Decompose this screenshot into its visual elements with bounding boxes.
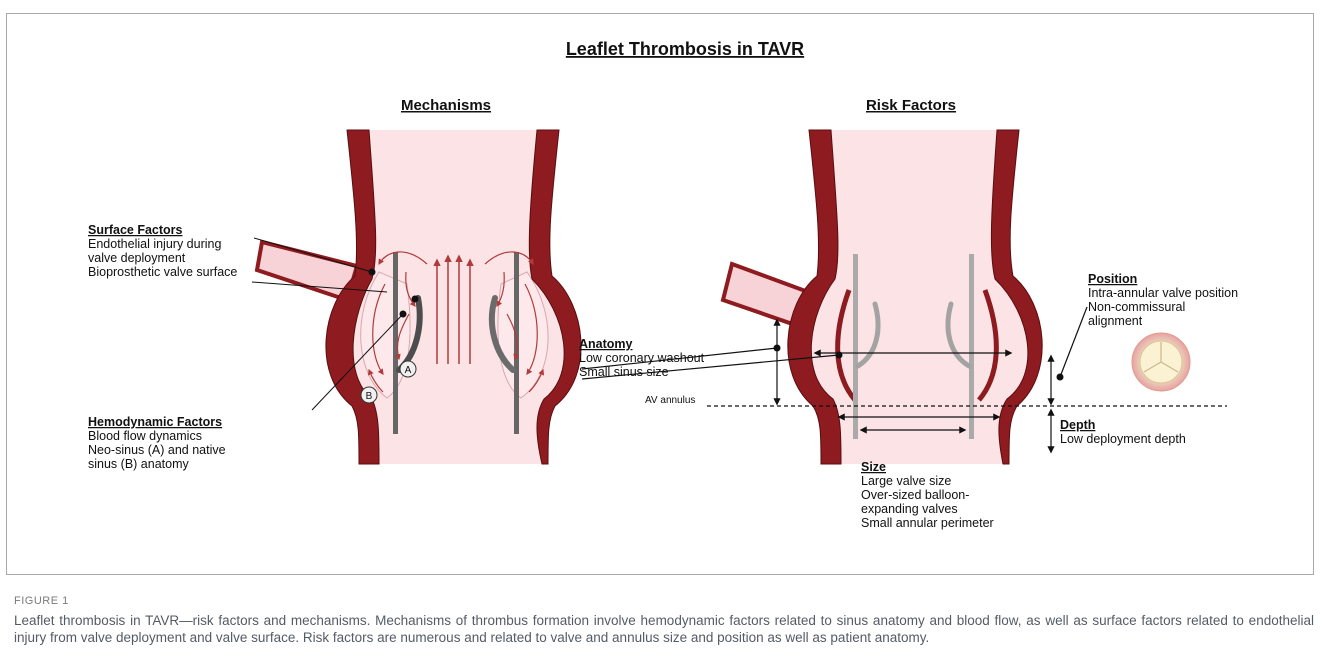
figure-caption: Leaflet thrombosis in TAVR—risk factors … bbox=[14, 612, 1314, 646]
stent-post-right-right bbox=[969, 254, 974, 439]
leaflet-thrombosis-diagram: Leaflet Thrombosis in TAVR Mechanisms bbox=[7, 14, 1315, 574]
svg-text:A: A bbox=[405, 365, 412, 376]
leader-dot-washout bbox=[774, 345, 781, 352]
size-label: Size Large valve size Over-sized balloon… bbox=[861, 460, 994, 530]
neo-sinus-marker-a: A bbox=[400, 361, 416, 377]
svg-text:Small annular perimeter: Small annular perimeter bbox=[861, 516, 994, 530]
valve-icon bbox=[1132, 333, 1190, 391]
figure-title: Leaflet Thrombosis in TAVR bbox=[566, 39, 804, 59]
svg-text:alignment: alignment bbox=[1088, 314, 1143, 328]
svg-text:valve deployment: valve deployment bbox=[88, 251, 186, 265]
leader-dot-leaflet bbox=[412, 296, 419, 303]
depth-label: Depth Low deployment depth bbox=[1060, 418, 1186, 446]
leader-dot-surface bbox=[369, 269, 376, 276]
svg-text:Neo-sinus (A) and native: Neo-sinus (A) and native bbox=[88, 443, 226, 457]
svg-text:Anatomy: Anatomy bbox=[579, 337, 633, 351]
svg-text:Small sinus size: Small sinus size bbox=[579, 365, 669, 379]
svg-text:Bioprosthetic valve surface: Bioprosthetic valve surface bbox=[88, 265, 237, 279]
position-label: Position Intra-annular valve position No… bbox=[1088, 272, 1238, 328]
svg-text:Surface Factors: Surface Factors bbox=[88, 223, 183, 237]
svg-text:Depth: Depth bbox=[1060, 418, 1095, 432]
svg-text:Large valve size: Large valve size bbox=[861, 474, 951, 488]
hemodynamic-factors-label: Hemodynamic Factors Blood flow dynamics … bbox=[88, 415, 226, 471]
svg-text:B: B bbox=[366, 391, 373, 402]
svg-text:Endothelial injury during: Endothelial injury during bbox=[88, 237, 221, 251]
svg-text:Non-commissural: Non-commissural bbox=[1088, 300, 1185, 314]
svg-text:sinus (B) anatomy: sinus (B) anatomy bbox=[88, 457, 189, 471]
svg-text:Low coronary washout: Low coronary washout bbox=[579, 351, 705, 365]
leader-dot-sinus bbox=[836, 352, 843, 359]
native-sinus-marker-b: B bbox=[361, 387, 377, 403]
svg-text:Blood flow dynamics: Blood flow dynamics bbox=[88, 429, 202, 443]
risk-factors-panel: Risk Factors AV annulus bbox=[579, 97, 1238, 530]
mechanisms-panel: Mechanisms bbox=[88, 97, 581, 471]
svg-text:Intra-annular valve position: Intra-annular valve position bbox=[1088, 286, 1238, 300]
av-annulus-label: AV annulus bbox=[645, 395, 695, 406]
leader-dot-hemodynamic bbox=[400, 311, 407, 318]
svg-text:Over-sized balloon-: Over-sized balloon- bbox=[861, 488, 969, 502]
svg-text:Low deployment depth: Low deployment depth bbox=[1060, 432, 1186, 446]
svg-text:Size: Size bbox=[861, 460, 886, 474]
svg-text:Hemodynamic Factors: Hemodynamic Factors bbox=[88, 415, 222, 429]
mechanisms-heading: Mechanisms bbox=[401, 97, 491, 114]
svg-text:Position: Position bbox=[1088, 272, 1137, 286]
leader-dot-position bbox=[1057, 374, 1064, 381]
anatomy-label: Anatomy Low coronary washout Small sinus… bbox=[579, 337, 705, 379]
surface-factors-label: Surface Factors Endothelial injury durin… bbox=[88, 223, 237, 279]
stent-post-left-right bbox=[853, 254, 858, 439]
risk-factors-heading: Risk Factors bbox=[866, 97, 956, 114]
figure-number: FIGURE 1 bbox=[14, 595, 69, 607]
svg-text:expanding valves: expanding valves bbox=[861, 502, 958, 516]
figure-panel: Leaflet Thrombosis in TAVR Mechanisms bbox=[6, 13, 1314, 575]
